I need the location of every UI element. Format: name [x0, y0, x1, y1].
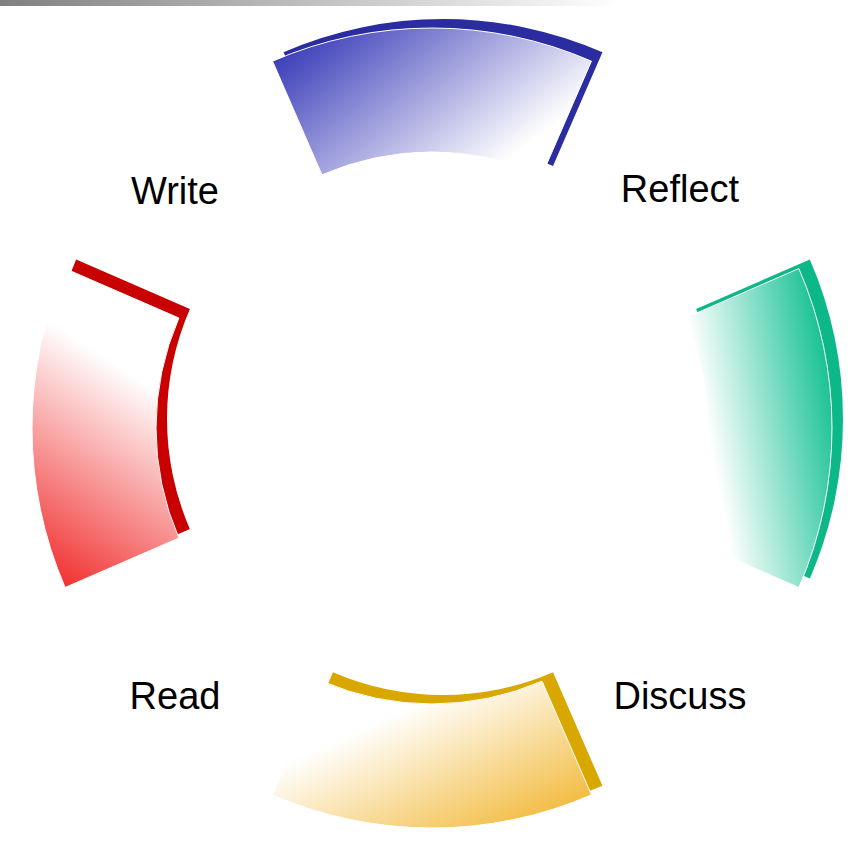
arc-segment [685, 260, 843, 588]
cycle-label: Discuss [613, 676, 746, 718]
cycle-label: Write [131, 171, 219, 213]
cycle-label: Reflect [621, 169, 739, 211]
arc-segment [273, 672, 603, 828]
cycle-label: Read [130, 676, 221, 718]
header-bar [0, 0, 620, 6]
arc-segment [273, 19, 603, 175]
arc-segment [32, 260, 190, 588]
arc-face [32, 269, 179, 588]
arc-face [685, 269, 832, 588]
arc-segments [32, 19, 843, 828]
arc-face [273, 28, 592, 175]
arc-face [273, 681, 592, 828]
